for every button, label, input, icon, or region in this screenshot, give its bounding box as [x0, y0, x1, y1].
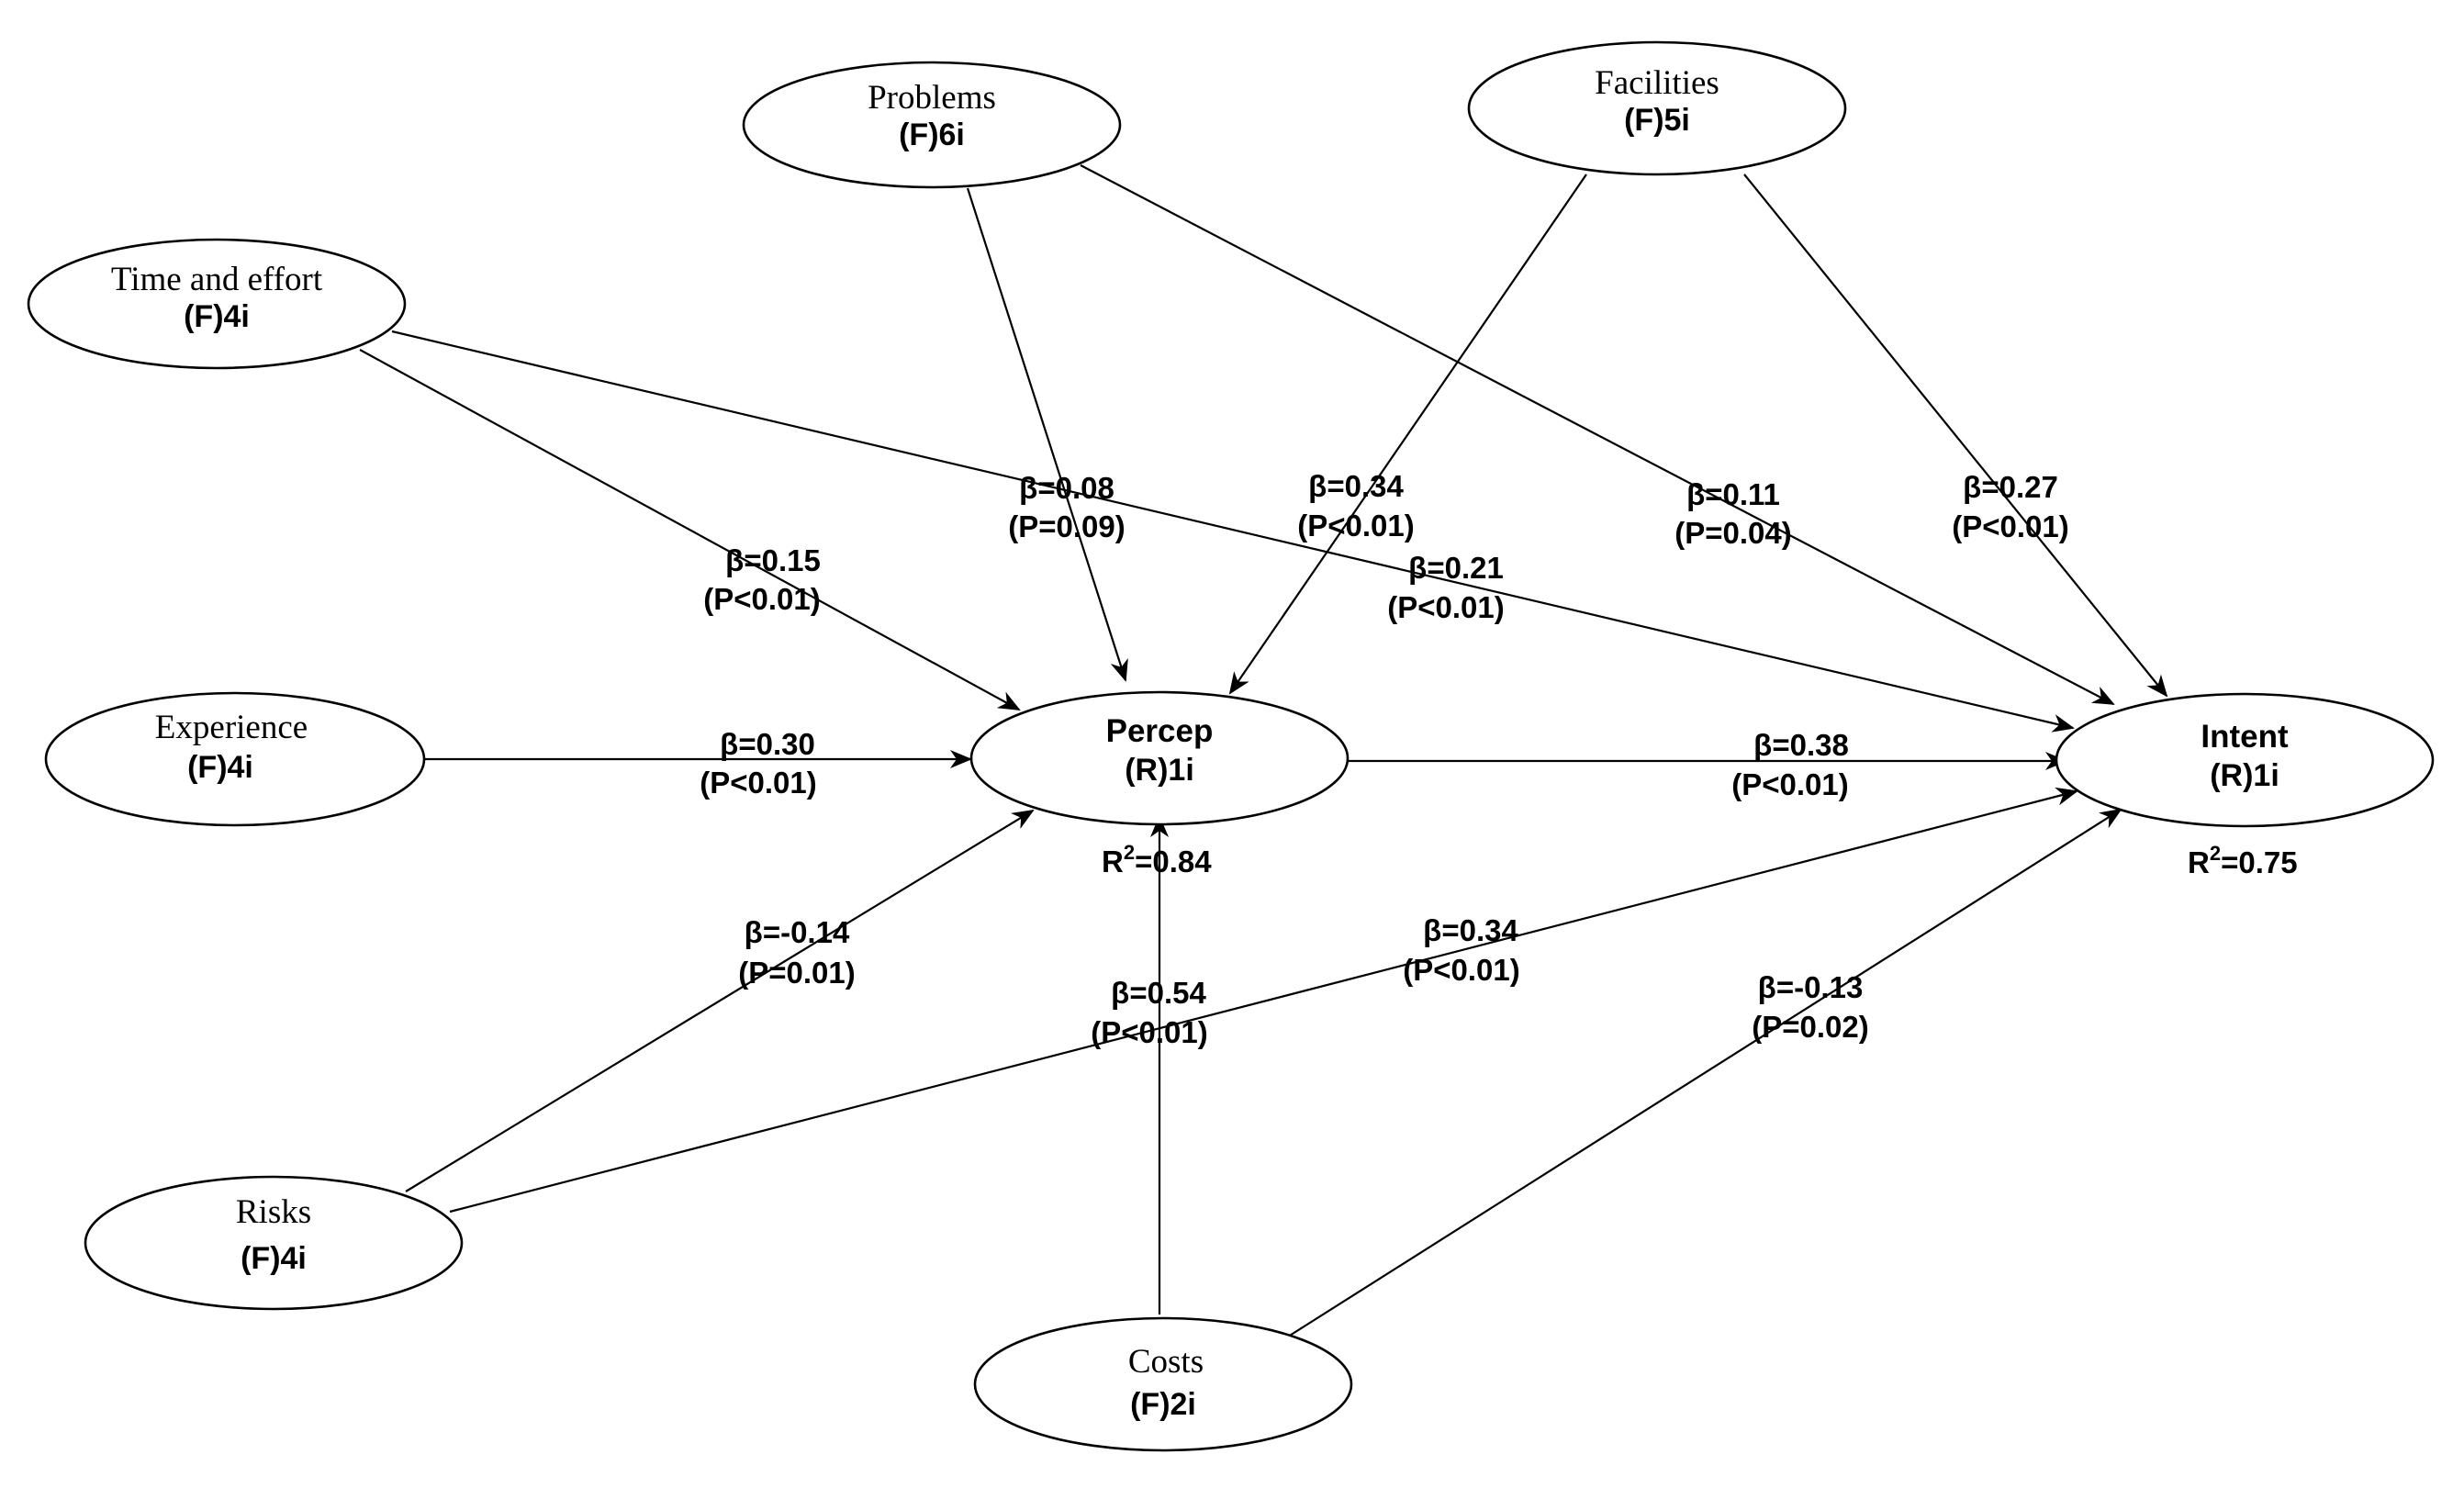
- edge-label-p: (P=0.01): [738, 956, 856, 990]
- edge-label-beta: β=-0.13: [1758, 970, 1864, 1004]
- node-problems-ellipse: [742, 61, 1122, 189]
- node-risks-name: Risks: [236, 1193, 311, 1231]
- edge-label-risks-to-percep: β=-0.14 (P=0.01): [738, 915, 856, 990]
- node-problems: Problems (F)6i: [742, 61, 1122, 189]
- edge-label-problems-to-percep: β=0.08 (P=0.09): [1008, 471, 1126, 543]
- edge-risks-to-percep: [405, 809, 1035, 1192]
- edge-label-facilities-to-intent: β=0.27 (P<0.01): [1952, 470, 2069, 543]
- edge-label-p: (P<0.01): [1952, 509, 2069, 543]
- edge-label-beta: β=0.11: [1686, 477, 1780, 511]
- edge-label-p: (P<0.01): [1387, 590, 1505, 624]
- node-intent: Intent (R)1i R2=0.75: [2055, 692, 2435, 879]
- edge-costs-to-intent: [1284, 808, 2122, 1339]
- edge-label-beta: β=0.38: [1753, 728, 1849, 762]
- edge-label-beta: β=0.30: [720, 727, 815, 761]
- edge-problems-to-percep: [966, 187, 1128, 682]
- edge-label-p: (P<0.01): [1297, 509, 1415, 543]
- node-percep-r2-sup: 2: [1124, 841, 1135, 864]
- edge-label-costs-to-percep: β=0.54 (P<0.01): [1091, 976, 1208, 1049]
- edge-label-p: (P<0.01): [1731, 767, 1849, 801]
- edge-facilities-to-intent: [1743, 173, 2168, 698]
- edge-label-p: (P<0.01): [703, 582, 821, 616]
- edge-label-beta: β=0.34: [1423, 913, 1518, 947]
- edge-label-p: (P<0.01): [700, 766, 817, 800]
- node-experience-ellipse: [44, 691, 426, 827]
- node-percep-r2: R2=0.84: [1102, 841, 1212, 878]
- edge-label-beta: β=0.21: [1408, 551, 1504, 585]
- edges: [359, 164, 2168, 1339]
- node-facilities-name: Facilities: [1595, 64, 1719, 102]
- node-facilities-ellipse: [1467, 40, 1847, 176]
- node-percep-r2-value: =0.84: [1135, 845, 1212, 878]
- edge-label-experience-to-percep: β=0.30 (P<0.01): [700, 727, 817, 800]
- edge-time-effort-to-intent: [391, 330, 2075, 733]
- node-intent-r2-prefix: R: [2188, 845, 2210, 879]
- edge-label-beta: β=0.34: [1308, 469, 1404, 503]
- edge-label-p: (P=0.02): [1752, 1010, 1869, 1044]
- node-costs-ellipse: [973, 1316, 1353, 1452]
- node-intent-name: Intent: [2201, 719, 2289, 755]
- edge-label-time-effort-to-percep: β=0.15 (P<0.01): [703, 543, 821, 616]
- node-costs-name: Costs: [1128, 1343, 1204, 1381]
- node-percep: Percep (R)1i R2=0.84: [969, 690, 1350, 878]
- edge-label-p: (P=0.09): [1008, 509, 1126, 543]
- node-intent-r2: R2=0.75: [2188, 842, 2298, 879]
- edge-label-beta: β=0.08: [1019, 471, 1114, 505]
- edge-label-beta: β=0.27: [1963, 470, 2058, 504]
- node-time-and-effort-code: (F)4i: [184, 299, 250, 334]
- node-experience-name: Experience: [155, 709, 308, 746]
- node-experience-code: (F)4i: [187, 750, 253, 785]
- node-facilities: Facilities (F)5i: [1467, 40, 1847, 176]
- node-time-and-effort-ellipse: [27, 238, 407, 370]
- node-costs: Costs (F)2i: [973, 1316, 1353, 1452]
- node-intent-code: (R)1i: [2210, 758, 2279, 793]
- node-risks-ellipse: [84, 1175, 464, 1311]
- node-time-and-effort: Time and effort (F)4i: [27, 238, 407, 370]
- edge-label-costs-to-intent: β=-0.13 (P=0.02): [1752, 970, 1869, 1044]
- nodes: Problems (F)6i Facilities (F)5i Time and…: [27, 40, 2435, 1452]
- node-percep-r2-prefix: R: [1102, 845, 1124, 878]
- node-percep-ellipse: [969, 690, 1350, 826]
- edge-label-p: (P<0.01): [1091, 1015, 1208, 1049]
- edge-time-effort-to-percep: [359, 349, 1021, 710]
- edge-label-beta: β=0.54: [1111, 976, 1206, 1010]
- edge-label-p: (P<0.01): [1403, 953, 1520, 987]
- node-costs-code: (F)2i: [1130, 1387, 1196, 1422]
- edge-label-beta: β=-0.14: [745, 915, 850, 949]
- edge-problems-to-intent: [1080, 164, 2115, 705]
- node-intent-ellipse: [2055, 692, 2435, 828]
- edge-label-beta: β=0.15: [725, 543, 821, 577]
- edge-label-risks-to-intent: β=0.34 (P<0.01): [1403, 913, 1520, 987]
- node-facilities-code: (F)5i: [1624, 103, 1690, 138]
- node-intent-r2-sup: 2: [2210, 842, 2221, 865]
- node-percep-name: Percep: [1106, 713, 1214, 749]
- edge-label-time-effort-to-intent: β=0.21 (P<0.01): [1387, 551, 1505, 624]
- edge-label-percep-to-intent: β=0.38 (P<0.01): [1731, 728, 1849, 801]
- node-problems-name: Problems: [868, 79, 996, 117]
- edge-risks-to-intent: [449, 787, 2078, 1214]
- edge-facilities-to-percep: [1228, 173, 1587, 695]
- node-risks: Risks (F)4i: [84, 1175, 464, 1311]
- node-intent-r2-value: =0.75: [2221, 845, 2298, 879]
- edge-label-facilities-to-percep: β=0.34 (P<0.01): [1297, 469, 1415, 543]
- node-problems-code: (F)6i: [899, 117, 965, 152]
- node-time-and-effort-name: Time and effort: [111, 261, 323, 298]
- node-risks-code: (F)4i: [241, 1241, 307, 1276]
- edge-labels: β=0.15 (P<0.01) β=0.08 (P=0.09) β=0.34 (…: [700, 469, 2069, 1049]
- node-percep-code: (R)1i: [1125, 753, 1194, 788]
- edge-label-p: (P=0.04): [1674, 516, 1792, 550]
- edge-label-problems-to-intent: β=0.11 (P=0.04): [1674, 477, 1792, 550]
- node-experience: Experience (F)4i: [44, 691, 426, 827]
